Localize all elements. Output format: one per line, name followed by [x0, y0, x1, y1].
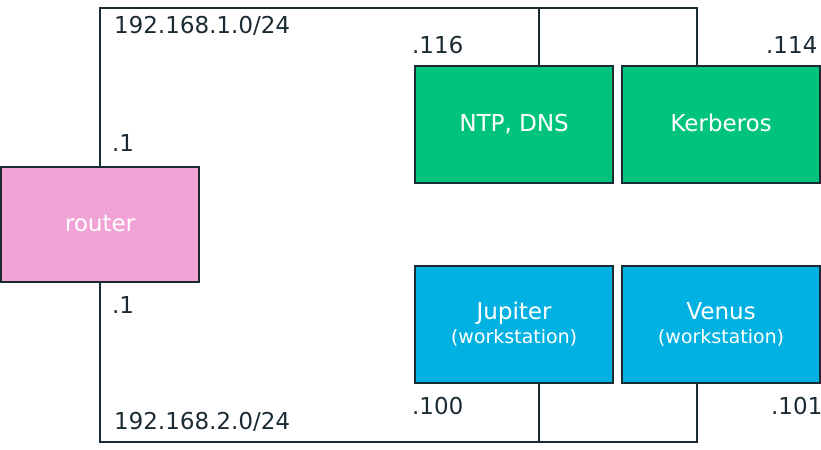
- bottom-network-cidr-label: 192.168.2.0/24: [114, 409, 291, 435]
- venus-workstation-role: (workstation): [657, 326, 785, 349]
- jupiter-workstation-node: Jupiter (workstation): [414, 265, 614, 384]
- ntp-dns-server-node: NTP, DNS: [414, 65, 614, 184]
- ntp-dns-server-label: NTP, DNS: [459, 110, 569, 137]
- router-bottom-address: .1: [112, 293, 134, 319]
- jupiter-workstation-name: Jupiter: [476, 298, 552, 325]
- link-router-top-network: [99, 7, 698, 166]
- ntp-dns-address: .116: [412, 33, 464, 59]
- kerberos-server-node: Kerberos: [621, 65, 821, 184]
- jupiter-workstation-role: (workstation): [450, 326, 578, 349]
- jupiter-address: .100: [412, 394, 464, 420]
- router-top-address: .1: [112, 131, 134, 157]
- kerberos-server-label: Kerberos: [670, 110, 772, 137]
- venus-address: .101: [771, 394, 821, 420]
- router-node: router: [0, 166, 200, 283]
- link-router-bottom-network: [99, 283, 698, 443]
- venus-workstation-name: Venus: [686, 298, 756, 325]
- kerberos-address: .114: [766, 33, 818, 59]
- top-network-cidr-label: 192.168.1.0/24: [114, 13, 291, 39]
- router-label: router: [64, 210, 136, 237]
- venus-workstation-node: Venus (workstation): [621, 265, 821, 384]
